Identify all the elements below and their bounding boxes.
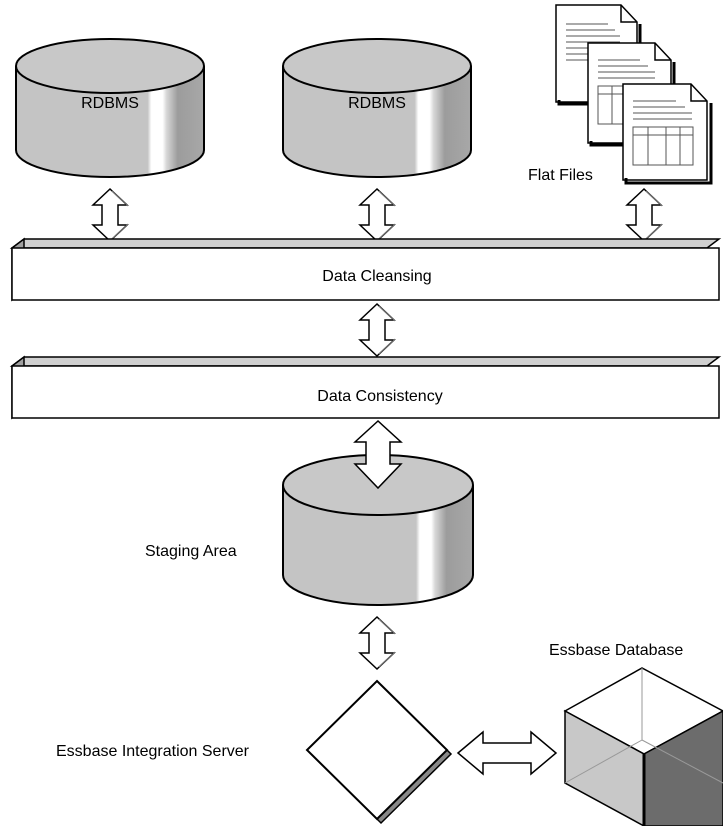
double-arrow-rdbms1-cleansing xyxy=(92,188,129,242)
data-consistency-layer: Data Consistency xyxy=(9,355,722,420)
flat-files-label: Flat Files xyxy=(528,167,593,184)
rdbms-database-2: RDBMS xyxy=(282,38,472,178)
data-cleansing-layer: Data Cleansing xyxy=(9,237,722,302)
double-arrow-consistency-staging xyxy=(353,419,403,490)
data-cleansing-label: Data Cleansing xyxy=(322,268,431,285)
double-arrow-integration-essbase xyxy=(456,730,558,776)
essbase-database-label: Essbase Database xyxy=(549,642,683,659)
rdbms-database-1: RDBMS xyxy=(15,38,205,178)
rdbms-1-label: RDBMS xyxy=(81,95,139,112)
integration-server-label: Essbase Integration Server xyxy=(56,743,250,760)
double-arrow-rdbms2-cleansing xyxy=(359,188,396,242)
rdbms-2-label: RDBMS xyxy=(348,95,406,112)
data-consistency-label: Data Consistency xyxy=(317,388,442,405)
flat-files-icon: Flat Files xyxy=(528,4,713,185)
staging-area-database: Staging Area xyxy=(145,454,474,606)
essbase-database-cube: Essbase Database xyxy=(549,642,723,826)
staging-area-label: Staging Area xyxy=(145,543,237,560)
integration-server-diamond: Essbase Integration Server xyxy=(56,679,453,825)
double-arrow-flatfiles-cleansing xyxy=(626,188,663,242)
double-arrow-cleansing-consistency xyxy=(359,303,396,357)
double-arrow-staging-integration xyxy=(359,616,396,670)
